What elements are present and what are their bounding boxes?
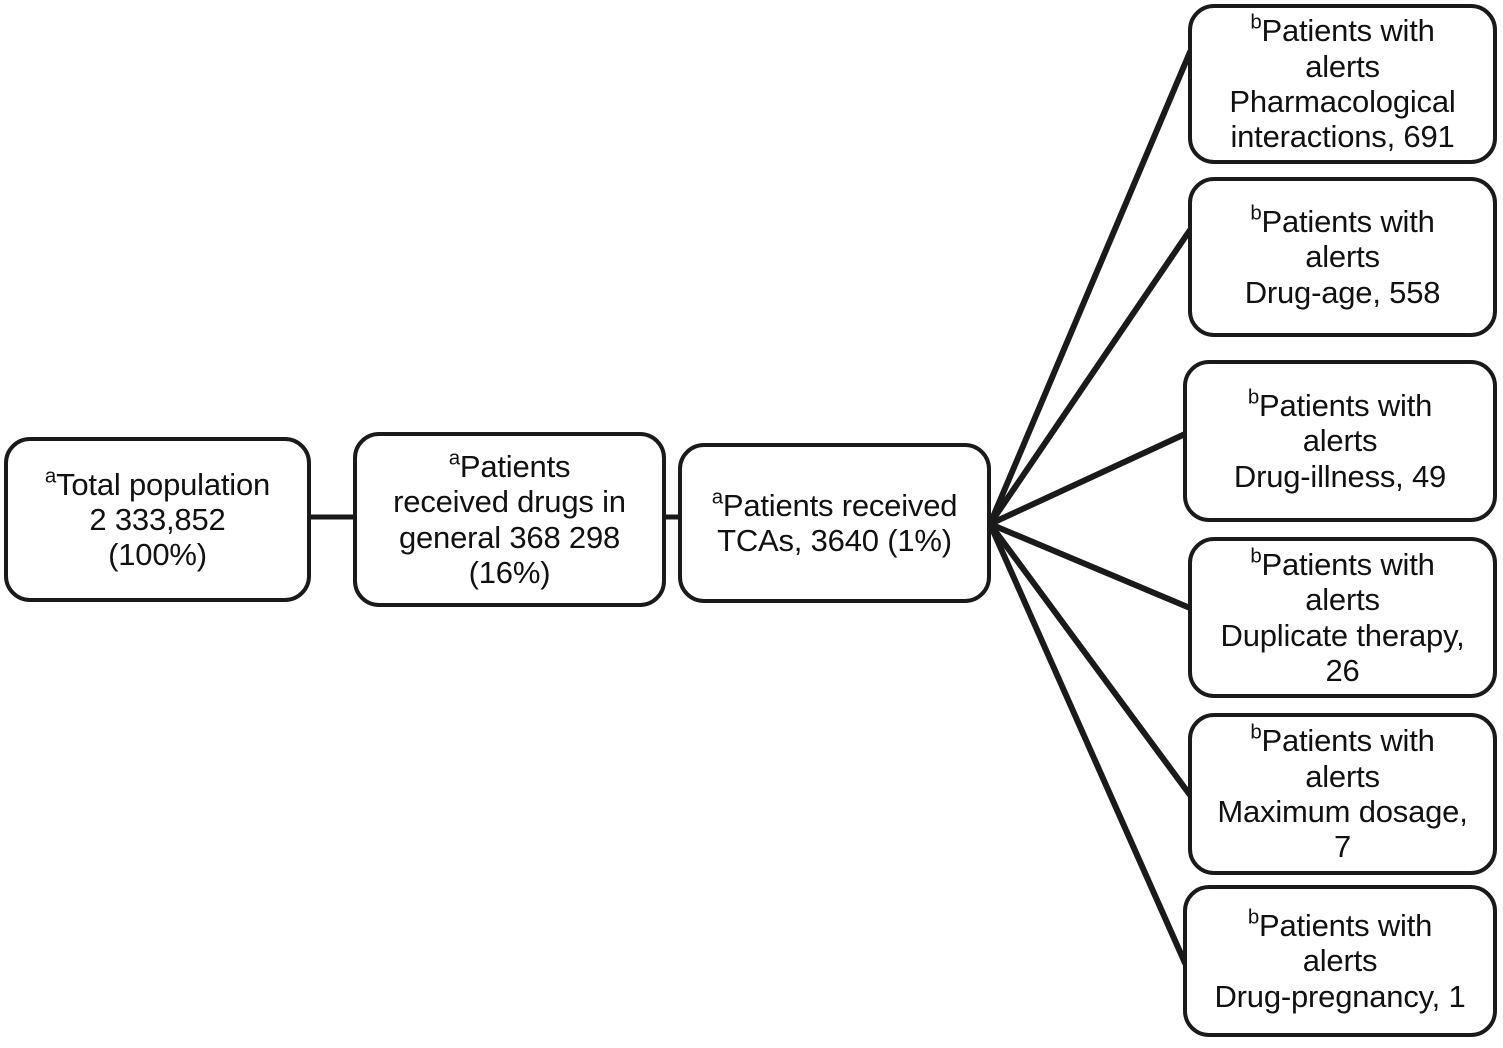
node-alert-drug-pregnancy[interactable]: bPatients with alerts Drug-pregnancy, 1 bbox=[1183, 885, 1497, 1037]
node-alert-drug-pregnancy-label: bPatients with alerts Drug-pregnancy, 1 bbox=[1214, 905, 1466, 1014]
node-alert-drug-age-label: bPatients with alerts Drug-age, 558 bbox=[1244, 201, 1441, 310]
footnote-marker-a: a bbox=[44, 463, 57, 487]
node-alert-maximum-dosage-label: bPatients with alerts Maximum dosage, 7 bbox=[1217, 720, 1468, 865]
footnote-marker-b: b bbox=[1250, 10, 1262, 34]
connector-tca-to-alert-0 bbox=[987, 49, 1193, 527]
node-patients-received-tcas[interactable]: aPatients received TCAs, 3640 (1%) bbox=[678, 443, 991, 603]
node-alert-pharmacological-interactions-label: bPatients with alerts Pharmacological in… bbox=[1229, 10, 1456, 155]
node-alert-drug-age[interactable]: bPatients with alerts Drug-age, 558 bbox=[1188, 177, 1497, 337]
footnote-marker-b: b bbox=[1250, 201, 1262, 225]
node-alert-duplicate-therapy-label: bPatients with alerts Duplicate therapy,… bbox=[1220, 544, 1465, 688]
footnote-marker-a: a bbox=[448, 446, 460, 470]
node-patients-received-drugs-label: aPatients received drugs in general 368 … bbox=[393, 446, 626, 590]
connector-tca-to-alert-1 bbox=[987, 227, 1193, 527]
footnote-marker-a: a bbox=[711, 485, 723, 508]
node-patients-received-tcas-label: aPatients received TCAs, 3640 (1%) bbox=[711, 485, 958, 558]
footnote-marker-b: b bbox=[1247, 385, 1259, 409]
footnote-marker-b: b bbox=[1250, 720, 1262, 744]
node-alert-pharmacological-interactions[interactable]: bPatients with alerts Pharmacological in… bbox=[1188, 4, 1497, 164]
connector-tca-to-alert-2 bbox=[987, 431, 1188, 527]
node-patients-received-drugs[interactable]: aPatients received drugs in general 368 … bbox=[353, 432, 666, 607]
node-alert-drug-illness-label: bPatients with alerts Drug-illness, 49 bbox=[1233, 385, 1447, 494]
connector-tca-to-alert-4 bbox=[987, 521, 1193, 798]
footnote-marker-b: b bbox=[1247, 905, 1259, 929]
node-alert-duplicate-therapy[interactable]: bPatients with alerts Duplicate therapy,… bbox=[1188, 537, 1497, 698]
node-total-population-label: aTotal population 2 333,852 (100%) bbox=[44, 463, 271, 573]
node-total-population[interactable]: aTotal population 2 333,852 (100%) bbox=[4, 437, 311, 602]
connector-tca-to-alert-3 bbox=[987, 521, 1193, 611]
footnote-marker-b: b bbox=[1250, 544, 1262, 568]
connector-tca-to-alert-5 bbox=[987, 521, 1188, 966]
node-alert-maximum-dosage[interactable]: bPatients with alerts Maximum dosage, 7 bbox=[1188, 713, 1497, 875]
node-alert-drug-illness[interactable]: bPatients with alerts Drug-illness, 49 bbox=[1183, 360, 1497, 522]
